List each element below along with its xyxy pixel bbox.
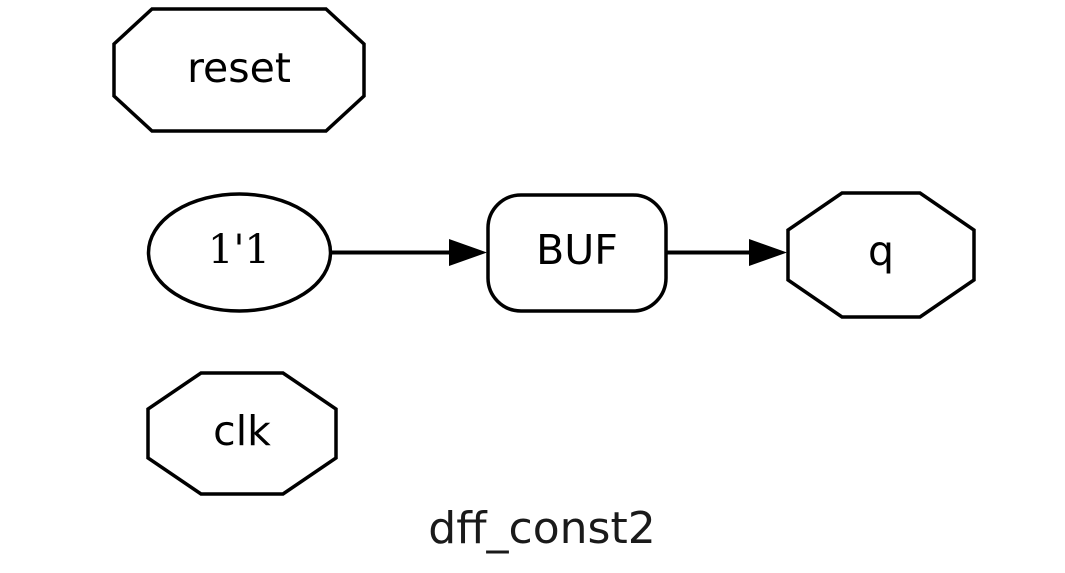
node-q-port[interactable]: q	[786, 191, 976, 319]
arrowhead-into-q	[749, 239, 787, 266]
edge-constant-to-buf	[330, 239, 487, 266]
q-octagon-shape	[786, 191, 976, 319]
node-buf-cell[interactable]: BUF	[486, 193, 668, 313]
diagram-title: dff_const2	[428, 503, 655, 554]
clk-port-label: clk	[213, 407, 271, 455]
node-constant-driver[interactable]: 1'1	[146, 192, 333, 313]
node-clk-port[interactable]: clk	[146, 371, 338, 496]
buf-cell-label: BUF	[536, 226, 618, 274]
edge-buf-to-q	[666, 239, 787, 266]
node-reset-port[interactable]: reset	[112, 7, 366, 133]
constant-value-label: 1'1	[208, 227, 270, 273]
arrowhead-into-buf	[449, 239, 487, 266]
reset-port-label: reset	[187, 44, 291, 92]
reset-octagon-shape	[112, 7, 366, 133]
q-port-label: q	[868, 227, 894, 275]
clk-octagon-shape	[146, 371, 338, 496]
